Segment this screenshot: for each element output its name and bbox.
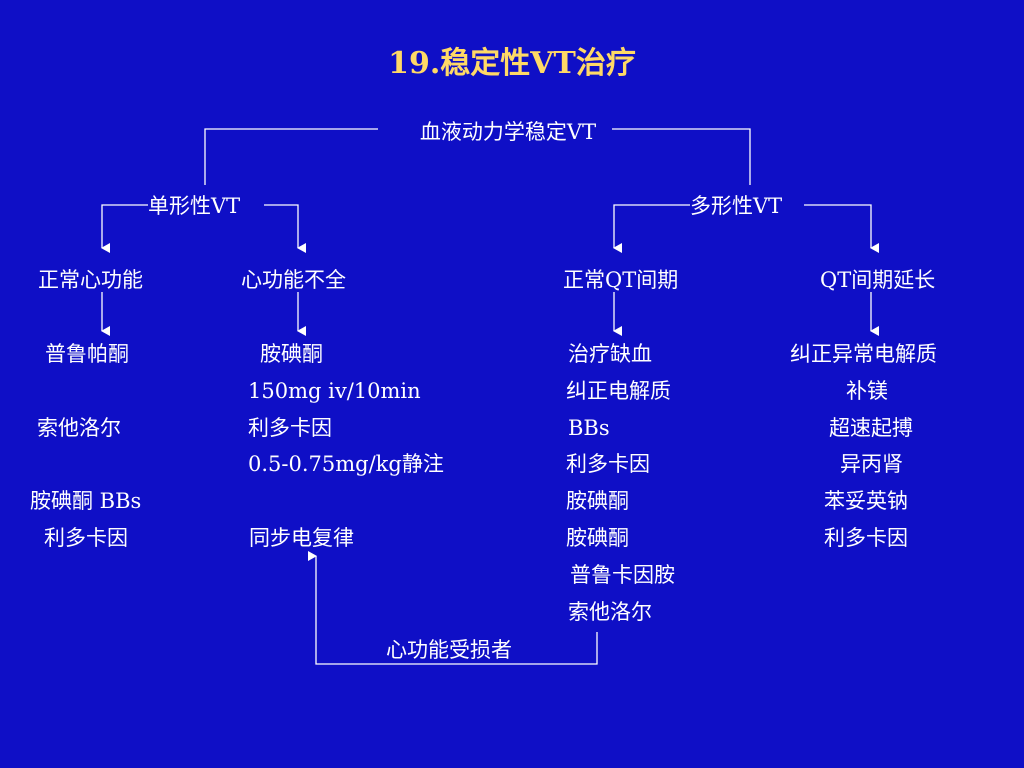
polymorphic-node: 多形性VT	[690, 194, 783, 218]
normal-qt-node: 正常QT间期	[563, 268, 679, 292]
treatment-item: 利多卡因	[248, 416, 332, 440]
treatment-item: 胺碘酮	[566, 489, 629, 513]
treatment-item: 普鲁卡因胺	[570, 563, 675, 587]
treatment-item: 苯妥英钠	[824, 489, 908, 513]
mono-to-heart-failure-arrow	[264, 204, 306, 253]
page-title: 19.稳定性VT治疗	[388, 46, 636, 81]
treatment-item: 补镁	[846, 379, 888, 403]
poly-to-normal-qt-arrow	[613, 204, 690, 253]
treatment-item: 纠正异常电解质	[790, 342, 937, 366]
treatment-item: 利多卡因	[566, 452, 650, 476]
root-node: 血液动力学稳定VT	[419, 120, 597, 144]
root-to-monomorphic-line	[204, 128, 378, 185]
treatment-item: 利多卡因	[44, 526, 128, 550]
treatment-item: 异丙肾	[840, 452, 903, 476]
poly-to-long-qt-arrow	[804, 204, 879, 253]
treatment-item: 0.5-0.75mg/kg静注	[248, 452, 444, 476]
treatment-item: 普鲁帕酮	[45, 342, 129, 366]
mono-to-normal-function-arrow	[101, 204, 148, 253]
treatment-item: 同步电复律	[249, 526, 354, 550]
treatment-item: 胺碘酮	[260, 342, 323, 366]
root-to-polymorphic-line	[612, 128, 751, 185]
normal-function-node: 正常心功能	[38, 268, 143, 292]
heart-failure-node: 心功能不全	[241, 268, 346, 292]
treatment-item: 150mg iv/10min	[248, 379, 421, 403]
treatment-item: 超速起搏	[829, 416, 913, 440]
long-qt-node: QT间期延长	[820, 268, 936, 292]
treatment-item: 索他洛尔	[37, 416, 121, 440]
treatment-item: BBs	[568, 416, 610, 440]
treatment-item: 纠正电解质	[566, 379, 671, 403]
treatment-item: 胺碘酮	[566, 526, 629, 550]
feedback-label: 心功能受损者	[386, 638, 512, 662]
treatment-item: 索他洛尔	[568, 600, 652, 624]
monomorphic-node: 单形性VT	[148, 194, 241, 218]
feedback-loop-arrow	[308, 551, 598, 665]
treatment-item: 利多卡因	[824, 526, 908, 550]
treatment-item: 胺碘酮 BBs	[30, 489, 142, 513]
treatment-item: 治疗缺血	[568, 342, 652, 366]
